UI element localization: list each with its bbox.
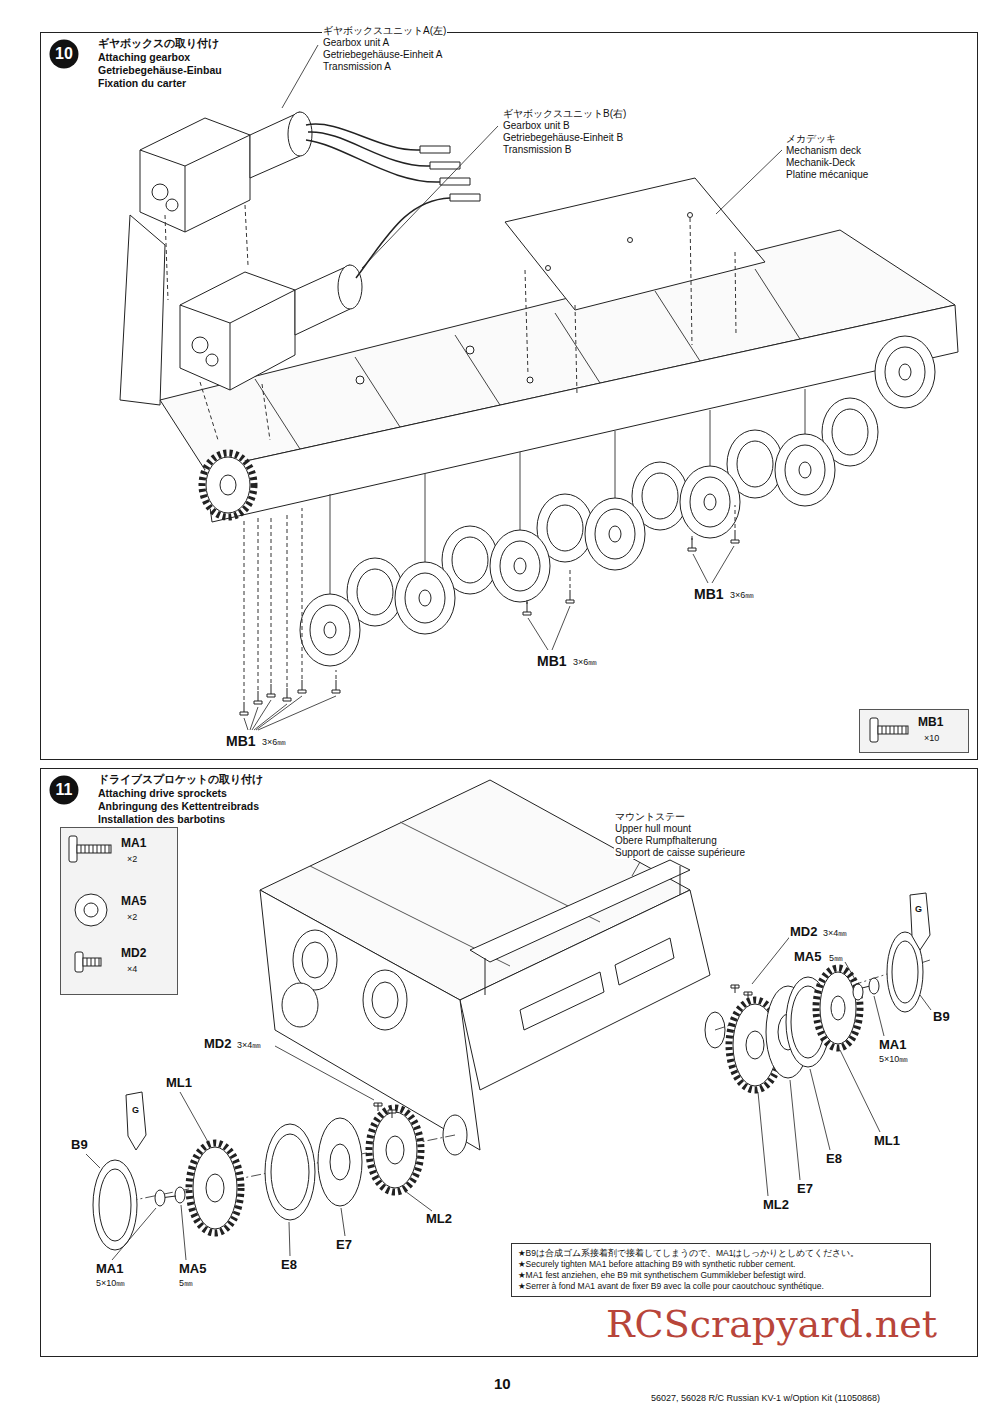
part-code: MB1 — [225, 733, 257, 749]
part-code: ML2 — [762, 1198, 790, 1213]
part-code: MB1 — [693, 586, 725, 602]
footer-text: 56027, 56028 R/C Russian KV-1 w/Option K… — [650, 1393, 881, 1403]
parts-icon — [860, 710, 968, 752]
note-text: ★B9は合成ゴム系接着剤で接着してしまうので、MA1はしっかりとしめてください。 — [518, 1248, 924, 1259]
callout-label: Upper hull mount — [614, 823, 692, 835]
part-code: MA1 — [95, 1262, 124, 1277]
parts-box: MB1×10 — [859, 709, 969, 753]
dimension: 3×4㎜ — [822, 928, 848, 938]
callout-label: Getriebegehäuse-Einheit A — [322, 49, 444, 61]
step-heading: ドライブスプロケットの取り付け — [98, 773, 263, 786]
parts-box: MA1×2MA5×2MD2×4 — [60, 827, 178, 995]
parts-icon — [61, 828, 177, 994]
note-text: ★Securely tighten MA1 before attaching B… — [518, 1259, 924, 1270]
part-code: E7 — [335, 1238, 353, 1253]
step-heading: Fixation du carter — [98, 77, 186, 90]
dimension: 5㎜ — [178, 1278, 194, 1288]
page-number: 10 — [493, 1375, 512, 1392]
callout-label: Transmission A — [322, 61, 392, 73]
callout-label: Gearbox unit B — [502, 120, 571, 132]
step-number-text: 10 — [49, 39, 79, 69]
part-code: MD2 — [789, 925, 818, 940]
dimension: 3×6㎜ — [572, 657, 598, 667]
part-code: MA5 — [793, 950, 822, 965]
callout-label: Gearbox unit A — [322, 37, 390, 49]
callout-label: ギヤボックスユニットA(左) — [322, 25, 447, 37]
part-code: ×10 — [924, 733, 939, 744]
note-box: ★B9は合成ゴム系接着剤で接着してしまうので、MA1はしっかりとしめてください。… — [511, 1243, 931, 1297]
part-code: ML1 — [873, 1134, 901, 1149]
step-heading: Anbringung des Kettentreibrads — [98, 800, 259, 813]
step-heading: Getriebegehäuse-Einbau — [98, 64, 222, 77]
part-code: B9 — [932, 1010, 951, 1025]
part-code: MA1 — [878, 1038, 907, 1053]
part-code: E8 — [280, 1258, 298, 1273]
callout-label: Support de caisse supérieure — [614, 847, 746, 859]
dimension: 5×10㎜ — [95, 1278, 126, 1288]
part-code: MA5 — [121, 894, 146, 908]
dimension: 3×6㎜ — [729, 590, 755, 600]
step-heading: Attaching drive sprockets — [98, 787, 227, 800]
step-number: 10 — [49, 39, 79, 69]
part-code: B9 — [70, 1138, 89, 1153]
part-code: MA5 — [178, 1262, 207, 1277]
callout-label: ギヤボックスユニットB(右) — [502, 108, 627, 120]
part-code: MB1 — [536, 653, 568, 669]
step-heading: Installation des barbotins — [98, 813, 225, 826]
part-code: ML2 — [425, 1212, 453, 1227]
part-code: E7 — [796, 1182, 814, 1197]
callout-label: Platine mécanique — [785, 169, 869, 181]
step-number-text: 11 — [49, 775, 79, 805]
watermark: RCScrapyard.net — [605, 1303, 938, 1347]
step-heading: Attaching gearbox — [98, 51, 190, 64]
part-code: MA1 — [121, 836, 146, 850]
callout-label: Mechanik-Deck — [785, 157, 856, 169]
dimension: 3×6㎜ — [261, 737, 287, 747]
callout-label: Transmission B — [502, 144, 573, 156]
part-code: ×4 — [127, 964, 137, 975]
dimension: 5×10㎜ — [878, 1054, 909, 1064]
dimension: 3×4㎜ — [236, 1040, 262, 1050]
part-code: E8 — [825, 1152, 843, 1167]
glue-mark: G — [914, 904, 923, 914]
part-code: ×2 — [127, 854, 137, 865]
step-heading: ギヤボックスの取り付け — [98, 37, 219, 50]
part-code: ×2 — [127, 912, 137, 923]
callout-label: メカデッキ — [785, 133, 837, 145]
dimension: 5㎜ — [828, 953, 844, 963]
callout-label: Mechanism deck — [785, 145, 862, 157]
glue-mark: G — [131, 1105, 140, 1115]
part-code: MD2 — [121, 946, 146, 960]
callout-label: マウントステー — [614, 811, 686, 823]
step-number: 11 — [49, 775, 79, 805]
callout-label: Obere Rumpfhalterung — [614, 835, 718, 847]
part-code: MD2 — [203, 1037, 232, 1052]
callout-label: Getriebegehäuse-Einheit B — [502, 132, 624, 144]
part-code: MB1 — [918, 715, 943, 729]
note-text: ★MA1 fest anziehen, ehe B9 mit synthetis… — [518, 1270, 924, 1281]
note-text: ★Serrer à fond MA1 avant de fixer B9 ave… — [518, 1281, 924, 1292]
part-code: ML1 — [165, 1076, 193, 1091]
